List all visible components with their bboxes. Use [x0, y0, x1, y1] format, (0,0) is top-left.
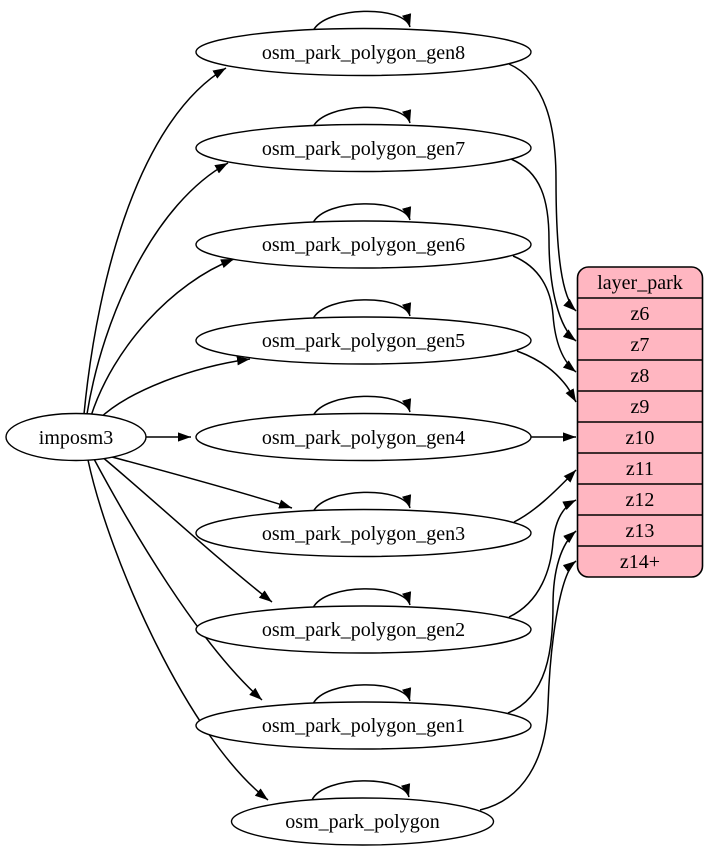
node-osm-park-polygon-gen2: osm_park_polygon_gen2 — [195, 605, 532, 654]
node-layer-park: layer_park z6 z7 z8 z9 z10 z11 z12 z13 z… — [576, 266, 704, 578]
layer-row-z7: z7 — [631, 334, 650, 356]
edge-imposm3-gen3 — [111, 456, 293, 509]
gen5-label: osm_park_polygon_gen5 — [262, 330, 465, 352]
edge-gen6-z8 — [512, 255, 577, 373]
self-loop-edges — [311, 10, 412, 801]
layer-row-z10: z10 — [626, 427, 655, 449]
edge-imposm3-gen6 — [90, 258, 235, 417]
gen1-ellipse — [195, 701, 532, 750]
gen8-label: osm_park_polygon_gen8 — [262, 42, 465, 64]
edge-gen5-z9 — [516, 350, 577, 403]
loop-polygon — [311, 780, 411, 801]
layer-row-z6: z6 — [631, 303, 650, 325]
layer-row-z9: z9 — [631, 396, 650, 418]
loop-gen6 — [312, 203, 412, 224]
edge-gen1-z13 — [507, 530, 577, 714]
loop-gen7 — [312, 106, 412, 128]
node-osm-park-polygon-gen7: osm_park_polygon_gen7 — [195, 123, 532, 173]
edge-gen2-z12 — [508, 499, 577, 618]
gen4-ellipse — [195, 412, 532, 462]
edge-gen8-z6 — [508, 63, 577, 312]
gen6-ellipse — [195, 220, 532, 269]
node-osm-park-polygon-gen4: osm_park_polygon_gen4 — [195, 412, 532, 462]
layer-row-z12: z12 — [626, 489, 655, 511]
layer-row-z13: z13 — [626, 520, 655, 542]
layer-park-title: layer_park — [597, 272, 683, 294]
layer-row-z11: z11 — [626, 458, 654, 480]
node-osm-park-polygon-gen6: osm_park_polygon_gen6 — [195, 220, 532, 269]
node-osm-park-polygon-gen1: osm_park_polygon_gen1 — [195, 701, 532, 750]
edge-polygon-z14 — [479, 560, 577, 811]
edge-gen7-z7 — [510, 158, 577, 342]
gen4-label: osm_park_polygon_gen4 — [262, 427, 465, 449]
loop-gen3 — [312, 491, 412, 513]
node-osm-park-polygon-gen8: osm_park_polygon_gen8 — [195, 27, 532, 77]
node-osm-park-polygon-gen5: osm_park_polygon_gen5 — [195, 316, 532, 365]
node-osm-park-polygon: osm_park_polygon — [230, 797, 495, 846]
gen7-label: osm_park_polygon_gen7 — [262, 138, 465, 160]
polygon-ellipse — [230, 797, 495, 846]
layer-row-z8: z8 — [631, 365, 650, 387]
gen8-ellipse — [195, 27, 532, 77]
polygon-label: osm_park_polygon — [285, 811, 439, 833]
gen2-ellipse — [195, 605, 532, 654]
edge-imposm3-gen8 — [83, 67, 227, 415]
gen3-ellipse — [195, 508, 532, 558]
edges-from-source — [83, 67, 293, 801]
gen7-ellipse — [195, 123, 532, 173]
edge-imposm3-gen2 — [100, 455, 273, 603]
node-osm-park-polygon-gen3: osm_park_polygon_gen3 — [195, 508, 532, 558]
imposm3-ellipse — [5, 412, 147, 462]
gen6-label: osm_park_polygon_gen6 — [262, 234, 465, 256]
edge-imposm3-gen5 — [98, 356, 251, 420]
loop-gen2 — [312, 588, 412, 609]
edges-to-layer — [479, 63, 577, 811]
layer-row-z14: z14+ — [620, 551, 660, 573]
node-imposm3: imposm3 — [5, 412, 147, 462]
edge-imposm3-gen7 — [86, 162, 229, 415]
loop-gen5 — [312, 299, 412, 320]
gen1-label: osm_park_polygon_gen1 — [262, 715, 465, 737]
loop-gen4 — [312, 395, 412, 417]
edge-gen3-z11 — [513, 469, 577, 523]
imposm3-label: imposm3 — [39, 427, 113, 449]
gen5-ellipse — [195, 316, 532, 365]
loop-gen1 — [312, 684, 412, 705]
gen2-label: osm_park_polygon_gen2 — [262, 619, 465, 641]
edge-imposm3-gen1 — [93, 458, 263, 701]
loop-gen8 — [312, 10, 412, 32]
table-nodes: osm_park_polygon_gen8 osm_park_polygon_g… — [195, 27, 532, 846]
edge-imposm3-polygon — [87, 459, 269, 801]
gen3-label: osm_park_polygon_gen3 — [262, 523, 465, 545]
